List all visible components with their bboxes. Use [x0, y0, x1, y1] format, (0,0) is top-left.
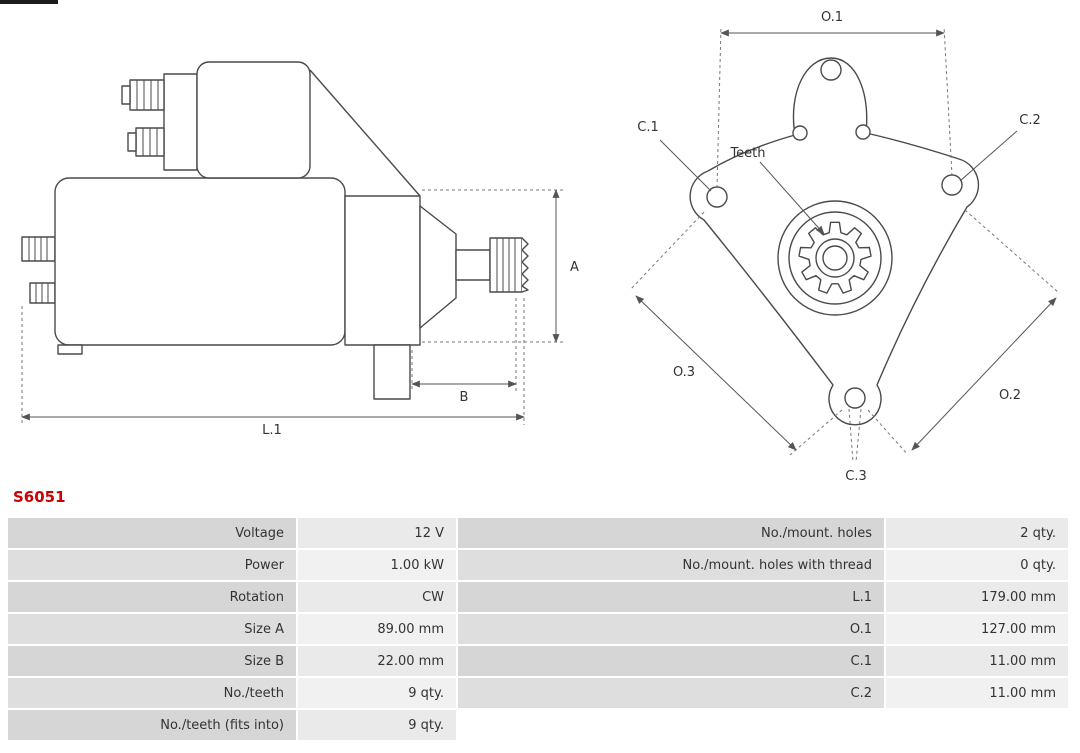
spec-value: 89.00 mm [298, 614, 456, 644]
starter-side-view-drawing: A B L.1 [21, 61, 579, 438]
spec-value: 2 qty. [886, 518, 1068, 548]
dim-label-c2: C.2 [1019, 113, 1040, 128]
dimension-c1: C.1 [637, 120, 712, 192]
spec-value: 127.00 mm [886, 614, 1068, 644]
spec-value: 11.00 mm [886, 678, 1068, 708]
dim-label-b: B [460, 390, 469, 405]
dimension-o2: O.2 [867, 209, 1059, 456]
teeth-label: Teeth [729, 146, 765, 161]
drive-end-housing [309, 69, 491, 400]
spec-value: 0 qty. [886, 550, 1068, 580]
starter-front-view-drawing: O.1 C.1 C.2 Teeth O.3 [629, 10, 1059, 484]
spec-label: Rotation [8, 582, 296, 612]
top-left-strip [0, 0, 58, 4]
spec-label: Power [8, 550, 296, 580]
part-number: S6051 [13, 488, 66, 506]
dim-label-o2: O.2 [999, 388, 1021, 403]
spec-label [458, 710, 884, 740]
spec-row: Voltage 12 V No./mount. holes 2 qty. [8, 518, 1068, 548]
spec-label: No./mount. holes with thread [458, 550, 884, 580]
spec-row: Rotation CW L.1 179.00 mm [8, 582, 1068, 612]
spec-label: C.2 [458, 678, 884, 708]
rear-terminal-studs [21, 236, 56, 304]
solenoid [121, 61, 311, 179]
technical-drawing: A B L.1 [21, 10, 1059, 484]
dimension-o3: O.3 [629, 211, 843, 456]
spec-row: No./teeth 9 qty. C.2 11.00 mm [8, 678, 1068, 708]
motor-body [54, 177, 346, 346]
dim-label-c1: C.1 [637, 120, 658, 135]
spec-label: Voltage [8, 518, 296, 548]
dimension-a: A [422, 189, 579, 343]
dimension-c2: C.2 [959, 113, 1041, 182]
mount-hole-c2 [941, 174, 963, 196]
spec-label: C.1 [458, 646, 884, 676]
dimension-c3: C.3 [845, 408, 867, 484]
spec-table: Voltage 12 V No./mount. holes 2 qty. Pow… [6, 516, 1070, 742]
dim-label-o3: O.3 [673, 365, 695, 380]
dim-label-o1: O.1 [821, 10, 843, 25]
gear-teeth [777, 200, 893, 316]
spec-label: O.1 [458, 614, 884, 644]
spec-value: 179.00 mm [886, 582, 1068, 612]
pinion-gear [489, 237, 529, 293]
spec-label: No./teeth [8, 678, 296, 708]
dim-label-c3: C.3 [845, 469, 866, 484]
spec-value: 1.00 kW [298, 550, 456, 580]
spec-label: L.1 [458, 582, 884, 612]
spec-row: Power 1.00 kW No./mount. holes with thre… [8, 550, 1068, 580]
spec-value: 12 V [298, 518, 456, 548]
dim-label-l1: L.1 [262, 423, 282, 438]
spec-label: Size A [8, 614, 296, 644]
spec-value: 22.00 mm [298, 646, 456, 676]
dimension-b: B [411, 298, 517, 405]
spec-label: No./mount. holes [458, 518, 884, 548]
spec-value: 9 qty. [298, 678, 456, 708]
spec-value: CW [298, 582, 456, 612]
mount-hole-c3 [844, 387, 866, 409]
body-foot [57, 344, 83, 355]
spec-value: 9 qty. [298, 710, 456, 740]
teeth-annotation: Teeth [729, 146, 825, 235]
spec-value [886, 710, 1068, 740]
dim-label-a: A [570, 260, 579, 275]
dimension-l1: L.1 [21, 298, 525, 438]
spec-row: Size B 22.00 mm C.1 11.00 mm [8, 646, 1068, 676]
spec-row: Size A 89.00 mm O.1 127.00 mm [8, 614, 1068, 644]
spec-row: No./teeth (fits into) 9 qty. [8, 710, 1068, 740]
spec-label: Size B [8, 646, 296, 676]
spec-label: No./teeth (fits into) [8, 710, 296, 740]
spec-value: 11.00 mm [886, 646, 1068, 676]
dimension-o1: O.1 [716, 10, 953, 189]
